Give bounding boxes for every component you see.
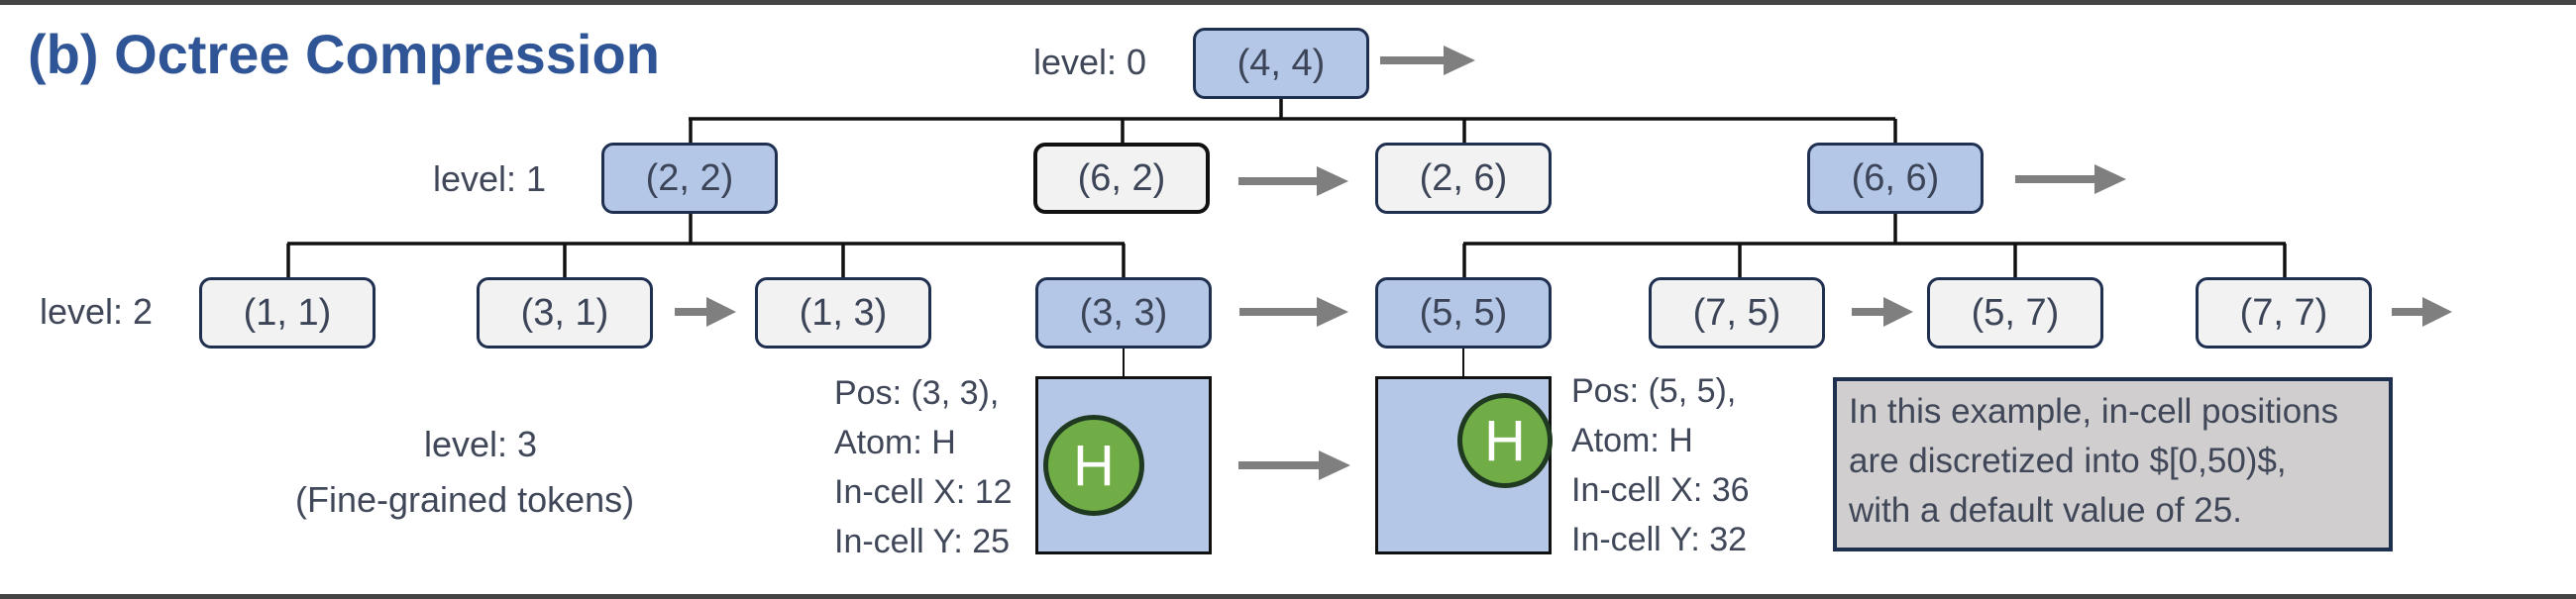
- arrow-right-icon: [1238, 450, 1350, 480]
- node-l1-6-6: (6, 6): [1807, 143, 1984, 214]
- node-l2-7-5: (7, 5): [1649, 277, 1825, 349]
- level-0-label: level: 0: [1033, 42, 1147, 82]
- arrow-right-icon: [1852, 297, 1913, 327]
- atom-h-icon: H: [1043, 415, 1144, 516]
- node-l2-5-7: (5, 7): [1927, 277, 2103, 349]
- token-in-cell-x: In-cell X: 36: [1571, 471, 1750, 509]
- arrow-right-icon: [1238, 166, 1348, 196]
- arrow-right-icon: [675, 297, 736, 327]
- node-root: (4, 4): [1193, 28, 1369, 99]
- level-1-label: level: 1: [433, 158, 547, 199]
- level-3-sublabel: (Fine-grained tokens): [295, 479, 635, 520]
- note-line-3: with a default value of 25.: [1849, 491, 2242, 530]
- node-l1-6-2: (6, 2): [1033, 143, 1210, 214]
- token-in-cell-y: In-cell Y: 32: [1571, 521, 1748, 558]
- node-l2-5-5: (5, 5): [1375, 277, 1552, 349]
- arrow-right-icon: [1239, 297, 1348, 327]
- fine-cell-5-5: H: [1375, 376, 1553, 554]
- node-l2-3-3: (3, 3): [1035, 277, 1212, 349]
- fine-cell-3-3: H: [1035, 376, 1212, 554]
- token-in-cell-y: In-cell Y: 25: [834, 523, 1011, 560]
- node-l1-2-2: (2, 2): [601, 143, 778, 214]
- token-pos: Pos: (5, 5),: [1571, 372, 1737, 410]
- diagram-title: (b) Octree Compression: [28, 23, 660, 85]
- note-line-2: are discretized into $[0,50)$,: [1849, 442, 2287, 480]
- note-box: In this example, in-cell positions are d…: [1833, 377, 2393, 551]
- level-2-label: level: 2: [40, 291, 154, 332]
- node-l2-1-3: (1, 3): [755, 277, 931, 349]
- atom-h-icon: H: [1457, 393, 1553, 488]
- node-l1-2-6: (2, 6): [1375, 143, 1552, 214]
- note-line-1: In this example, in-cell positions: [1849, 392, 2339, 431]
- arrow-right-icon: [2015, 164, 2126, 194]
- node-l2-7-7: (7, 7): [2196, 277, 2372, 349]
- node-l2-3-1: (3, 1): [477, 277, 653, 349]
- token-atom: Atom: H: [1571, 422, 1693, 459]
- token-pos: Pos: (3, 3),: [834, 374, 1000, 412]
- level-3-label: level: 3: [424, 424, 538, 464]
- token-in-cell-x: In-cell X: 12: [834, 473, 1013, 511]
- token-atom: Atom: H: [834, 424, 956, 461]
- top-border: [0, 0, 2576, 5]
- token-info-3-3: Pos: (3, 3), Atom: H In-cell X: 12 In-ce…: [834, 368, 1013, 566]
- arrow-right-icon: [1380, 46, 1475, 75]
- node-l2-1-1: (1, 1): [199, 277, 376, 349]
- bottom-border: [0, 594, 2576, 599]
- token-info-5-5: Pos: (5, 5), Atom: H In-cell X: 36 In-ce…: [1571, 366, 1750, 564]
- arrow-right-icon: [2392, 297, 2452, 327]
